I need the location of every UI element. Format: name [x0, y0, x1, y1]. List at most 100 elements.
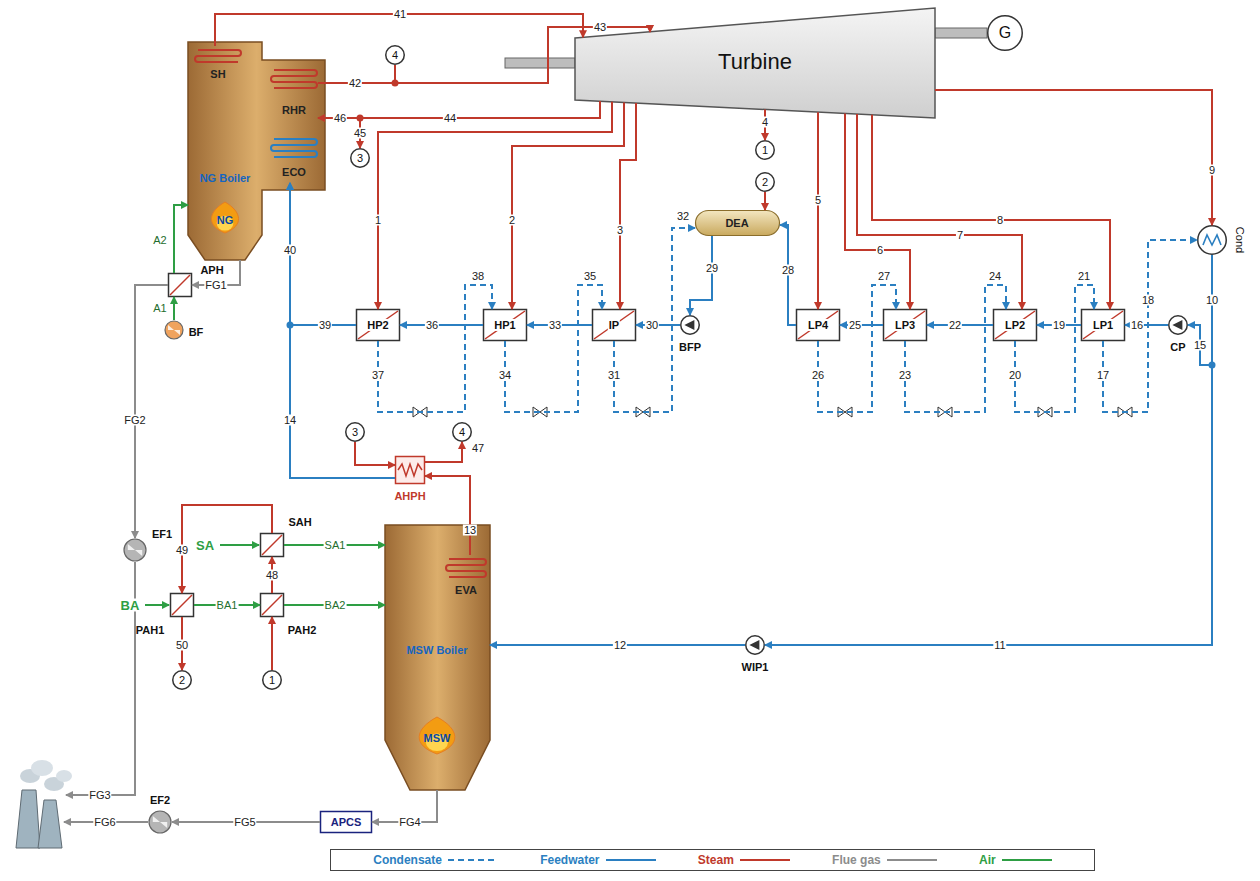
- flue-gas-line: [66, 562, 135, 795]
- stream-number: 37: [371, 370, 385, 381]
- fan-shape: [148, 810, 172, 834]
- evaporator-coil: EVA: [445, 555, 487, 600]
- stream-line: [857, 114, 1022, 309]
- air-preheater: APH: [168, 273, 192, 297]
- circle-outline: [346, 423, 365, 442]
- node-label: EF1: [152, 528, 172, 540]
- stream-number: 26: [811, 370, 825, 381]
- circle-outline: [756, 141, 775, 160]
- heater-diagonal: [172, 595, 192, 615]
- node-label: ECO: [282, 166, 306, 178]
- node-label: EVA: [455, 584, 477, 596]
- legend-item: Feedwater: [540, 853, 655, 867]
- burner-flame: NG: [206, 200, 244, 234]
- node-label: LP3: [894, 319, 916, 331]
- stream-line: [290, 183, 395, 478]
- stream-line: [182, 505, 272, 593]
- heater-diagonal: [594, 311, 634, 339]
- connector-circle: 3: [350, 148, 370, 168]
- pump: BFP: [680, 315, 700, 335]
- heater-outline: [994, 310, 1037, 341]
- stream-number: 49: [175, 545, 189, 556]
- heater-diagonal: [995, 311, 1035, 339]
- feedwater-heater: LP3: [883, 309, 927, 341]
- stream-number: 7: [956, 230, 964, 241]
- fan: BF: [164, 320, 184, 340]
- feedwater-heater: LP1: [1081, 309, 1125, 341]
- stream-number: 32: [676, 211, 690, 222]
- heater-outline: [1082, 310, 1125, 341]
- node-label: HP2: [366, 319, 389, 331]
- connector-circle: 1: [755, 140, 775, 160]
- boiler-casing: [188, 42, 325, 260]
- circle-outline: [453, 423, 472, 442]
- box-outline: [321, 812, 372, 833]
- stream-line: [425, 442, 462, 462]
- stream-number: 27: [877, 271, 891, 282]
- economizer-coil: ECO: [270, 135, 318, 183]
- stream-number: 42: [348, 78, 362, 89]
- stream-number: 41: [393, 9, 407, 20]
- node-label: EF2: [150, 794, 170, 806]
- node-label: 3: [357, 152, 363, 164]
- stream-line: [780, 225, 796, 325]
- turbine: Turbine: [575, 8, 935, 118]
- stream-number: 10: [1205, 295, 1219, 306]
- node-label: 2: [179, 674, 185, 686]
- stream-line: [765, 255, 1212, 645]
- node-label: LP2: [1004, 319, 1026, 331]
- node-label: BFP: [679, 341, 701, 353]
- node-label: APH: [200, 264, 223, 276]
- air-inlet-label: BA: [120, 599, 141, 612]
- stream-line: [764, 192, 766, 210]
- air-line: [145, 604, 169, 606]
- stream-number: 30: [645, 320, 659, 331]
- stream-number: 2: [508, 215, 516, 226]
- stream-number: 34: [498, 370, 512, 381]
- stream-number: 1: [374, 215, 382, 226]
- heater-outline: [484, 310, 527, 341]
- stream-line: [512, 102, 624, 309]
- stream-number: 39: [318, 320, 332, 331]
- stream-number: 23: [898, 370, 912, 381]
- node-label: SH: [210, 68, 225, 80]
- stream-line: [1015, 285, 1094, 412]
- valves: [413, 407, 1132, 417]
- stream-number: 22: [948, 320, 962, 331]
- stream-line: [905, 285, 1006, 412]
- stream-line: [935, 90, 1212, 225]
- stream-line: [378, 102, 612, 309]
- stream-number: 19: [1052, 320, 1066, 331]
- stream-number: 29: [705, 263, 719, 274]
- circle-outline: [351, 149, 370, 168]
- legend-text: Air: [979, 853, 996, 867]
- stream-line: [135, 285, 168, 538]
- node-label: Turbine: [718, 50, 792, 74]
- apcs-box: APCS: [320, 811, 372, 833]
- stream-number: 14: [283, 415, 297, 426]
- stream-line: [378, 285, 492, 412]
- stream-number: BA2: [324, 600, 347, 611]
- stream-line: [818, 285, 896, 412]
- heater-diagonal: [262, 535, 282, 555]
- stream-number: 50: [175, 640, 189, 651]
- stream-line: [360, 101, 600, 148]
- connector-circle: 1: [262, 670, 282, 690]
- air-preheater-shape: [168, 273, 192, 297]
- stream-number: 16: [1130, 320, 1144, 331]
- burner-flame: MSW: [412, 715, 462, 755]
- stream-number: 15: [1193, 340, 1207, 351]
- stream-number: FG1: [204, 280, 227, 291]
- stream-number: 4: [761, 117, 769, 128]
- stream-number: 20: [1008, 370, 1022, 381]
- heater-diagonal: [485, 311, 525, 339]
- heater-diagonal: [1083, 311, 1123, 339]
- fan-body: [124, 539, 146, 561]
- stream-line: [690, 236, 712, 315]
- coil-tubes: [271, 139, 317, 157]
- fan-blades: [168, 325, 180, 335]
- stream-number: 48: [265, 570, 279, 581]
- stream-line: [620, 103, 636, 309]
- feedwater-heater: IP: [592, 309, 636, 341]
- pump-arrow: [749, 640, 759, 650]
